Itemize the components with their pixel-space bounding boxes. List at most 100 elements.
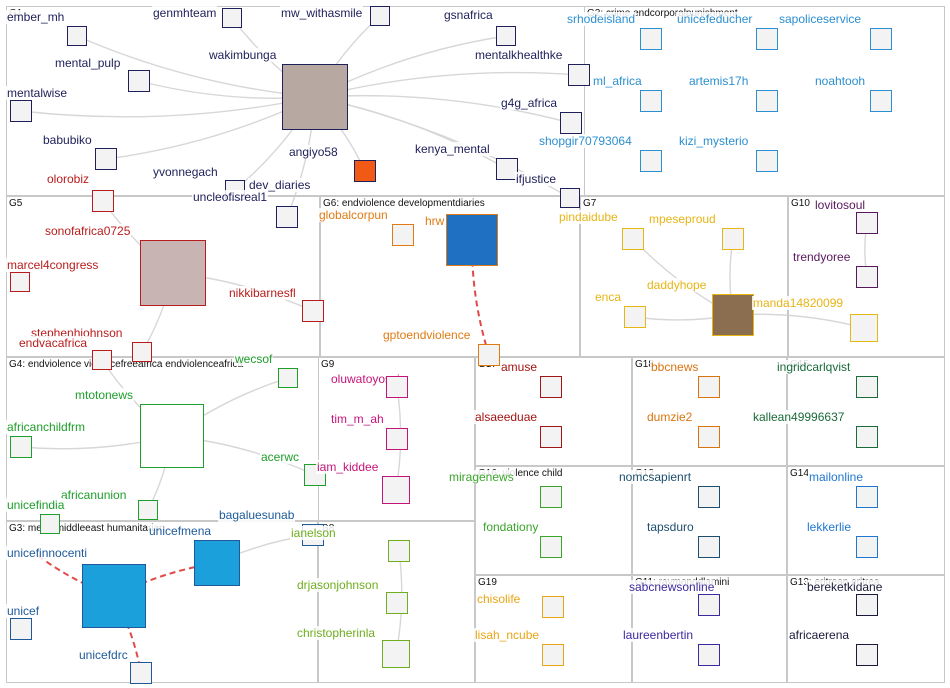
- node-avatar: [92, 350, 112, 370]
- node-label: mpeseproud: [648, 212, 717, 226]
- node-label: mentalwise: [6, 86, 69, 100]
- node-label: unicefindia: [6, 498, 66, 512]
- node-avatar: [138, 500, 158, 520]
- group-title: G7: [583, 198, 597, 209]
- node-label: christopherinla: [296, 626, 377, 640]
- node-avatar: [756, 150, 778, 172]
- node-label: bereketkidane: [806, 580, 884, 594]
- node-avatar: [698, 486, 720, 508]
- node-label: ianelson: [290, 526, 337, 540]
- node-avatar: [130, 662, 152, 684]
- node-label: shopgir70793064: [538, 134, 633, 148]
- node-avatar: [10, 272, 30, 292]
- group-title: G5: [9, 198, 23, 209]
- node-avatar: [640, 90, 662, 112]
- node-avatar: [560, 112, 582, 134]
- group-title: G10: [791, 198, 810, 209]
- node-avatar: [392, 224, 414, 246]
- node-label: dumzie2: [646, 410, 694, 424]
- node-avatar: [640, 150, 662, 172]
- node-avatar: [92, 190, 114, 212]
- node-avatar: [370, 6, 390, 26]
- group-box-g14: G14: [787, 466, 945, 575]
- node-label: mtotonews: [74, 388, 135, 402]
- node-label: amuse: [500, 360, 539, 374]
- node-avatar: [756, 28, 778, 50]
- node-avatar: [870, 90, 892, 112]
- node-avatar: [40, 514, 60, 534]
- node-label: sapoliceservice: [778, 12, 863, 26]
- node-avatar: [140, 404, 204, 468]
- node-avatar: [276, 206, 298, 228]
- node-avatar: [222, 8, 242, 28]
- edge: [20, 96, 316, 118]
- node-avatar: [10, 100, 32, 122]
- node-label: olorobiz: [46, 172, 91, 186]
- node-avatar: [194, 540, 240, 586]
- group-title: G4: endviolence violencefreeafrica endvi…: [9, 359, 244, 370]
- node-label: artemis17h: [688, 74, 750, 88]
- unicef-logo-icon: [82, 564, 146, 628]
- node-label: enca: [594, 290, 623, 304]
- node-label: g4g_africa: [500, 96, 559, 110]
- node-label: noahtooh: [814, 74, 867, 88]
- node-label: kallean49996637: [752, 410, 846, 424]
- node-avatar: [10, 618, 32, 640]
- group-title: G3: mena middleeast humanitarian: [9, 523, 165, 534]
- node-label: dev_diaries: [248, 178, 312, 192]
- node-avatar: [386, 592, 408, 614]
- group-title: G2: crime endcorporalpunishment: [587, 8, 738, 19]
- node-avatar: [856, 644, 878, 666]
- node-label: lisah_ncube: [474, 628, 541, 642]
- edge: [314, 94, 572, 124]
- node-label: laureenbertin: [622, 628, 695, 642]
- node-avatar: [278, 368, 298, 388]
- node-label: nomcsapienrt: [618, 470, 693, 484]
- node-avatar: [540, 486, 562, 508]
- node-label: unicef: [6, 604, 41, 618]
- node-label: miragenews: [448, 470, 515, 484]
- node-avatar: [302, 300, 324, 322]
- node-avatar: [478, 344, 500, 366]
- node-label: gptoendviolence: [382, 328, 472, 342]
- node-avatar: [382, 476, 410, 504]
- node-label: sonofafrica0725: [44, 224, 132, 238]
- node-avatar: [386, 428, 408, 450]
- node-avatar: [382, 640, 410, 668]
- group-title: G9: [321, 359, 335, 370]
- node-avatar: [856, 426, 878, 448]
- node-label: unicefinnocenti: [6, 546, 89, 560]
- node-label: mw_withasmile: [280, 6, 364, 20]
- node-avatar: [624, 306, 646, 328]
- node-avatar: [568, 64, 590, 86]
- node-avatar: [140, 240, 206, 306]
- node-label: mailonline: [808, 470, 865, 484]
- node-label: endvacafrica: [18, 336, 89, 350]
- node-label: uncleofisreal1: [192, 190, 269, 204]
- node-label: gsnafrica: [443, 8, 494, 22]
- node-label: africanunion: [60, 488, 128, 502]
- node-avatar: [496, 158, 518, 180]
- node-label: chisolife: [476, 592, 522, 606]
- node-avatar: [128, 70, 150, 92]
- node-label: africaerena: [788, 628, 851, 642]
- node-label: babubiko: [42, 133, 93, 147]
- node-label: ember_mh: [6, 10, 66, 24]
- node-avatar: [560, 188, 580, 208]
- node-avatar: [756, 90, 778, 112]
- group-box-g9: G9: [318, 357, 475, 521]
- group-title: G16: violence child: [478, 468, 563, 479]
- node-avatar: [698, 376, 720, 398]
- group-box-g5: G5: [6, 196, 320, 357]
- node-avatar: [722, 228, 744, 250]
- node-label: drjasonjohnson: [296, 578, 380, 592]
- node-avatar: [388, 540, 410, 562]
- node-avatar: [850, 314, 878, 342]
- node-avatar: [354, 160, 376, 182]
- node-label: mentalkhealthke: [474, 48, 564, 62]
- node-label: lekkerlie: [806, 520, 853, 534]
- node-avatar: [496, 26, 516, 46]
- node-label: unicefeducher: [676, 12, 754, 26]
- node-label: kenya_mental: [414, 142, 491, 156]
- node-label: acerwc: [260, 450, 301, 464]
